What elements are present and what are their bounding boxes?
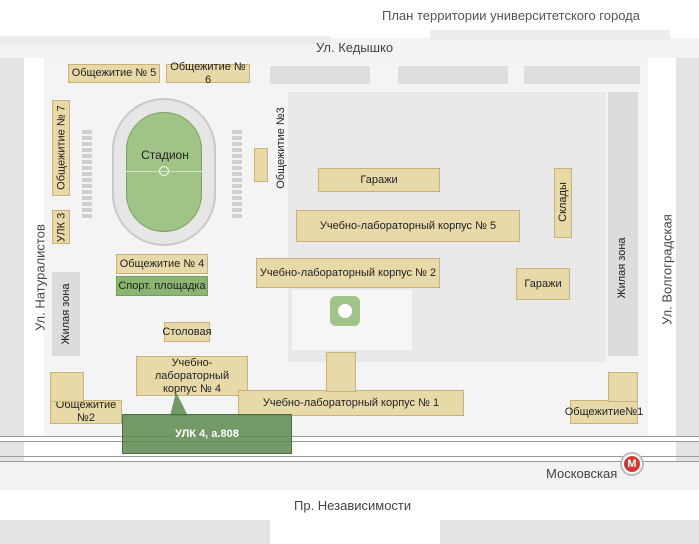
- dorm-2[interactable]: Общежитие №2: [50, 399, 122, 424]
- dorm-7-label: Общежитие № 7: [55, 105, 68, 190]
- garages-1[interactable]: Гаражи: [318, 168, 440, 192]
- street-moskovskaya: Московская: [546, 466, 618, 481]
- dorm-6[interactable]: Общежитие № 6: [166, 61, 250, 86]
- dorm-1-wing: [608, 372, 638, 402]
- top-building-3: [524, 66, 640, 84]
- stands-left: [82, 130, 92, 220]
- dorm-2-wing: [50, 372, 84, 402]
- stands-right: [232, 130, 242, 220]
- top-left-block: [0, 36, 330, 44]
- dorm-7[interactable]: Общежитие № 7: [52, 100, 70, 196]
- stadium-center-spot: [159, 166, 169, 176]
- street-volgogradskaya: Ул. Волгоградская: [659, 214, 675, 325]
- rail-line: [0, 436, 699, 442]
- warehouses-label: Склады: [557, 182, 569, 222]
- bottom-block-right: [440, 520, 699, 544]
- dorm-5[interactable]: Общежитие № 5: [68, 64, 160, 83]
- bottom-road: [0, 462, 699, 490]
- street-lines: [0, 456, 699, 462]
- highlight-room[interactable]: УЛК 4, а.808: [122, 414, 292, 454]
- ulk-4[interactable]: Учебно-лабораторный корпус № 4: [136, 356, 248, 396]
- metro-icon: М: [620, 452, 644, 476]
- left-road-block: [0, 58, 24, 488]
- highlight-pointer: [170, 392, 188, 416]
- residential-zone-right-label: Жилая зона: [616, 237, 628, 299]
- canteen[interactable]: Столовая: [162, 322, 212, 342]
- dorm-1[interactable]: Общежитие№1: [565, 400, 643, 424]
- ulk-1[interactable]: Учебно-лабораторный корпус № 1: [238, 390, 464, 416]
- metro-letter: М: [624, 456, 640, 472]
- top-building-1: [270, 66, 370, 84]
- dorm-4[interactable]: Общежитие № 4: [116, 254, 208, 274]
- ulk-2[interactable]: Учебно-лабораторный корпус № 2: [256, 258, 440, 288]
- map-title: План территории университетского города: [382, 8, 640, 23]
- warehouses[interactable]: [554, 168, 572, 238]
- stadium-label: Стадион: [141, 148, 189, 162]
- dorm-3[interactable]: [254, 148, 268, 182]
- garages-2[interactable]: Гаражи: [516, 268, 570, 300]
- sport-ground[interactable]: Спорт. площадка: [116, 276, 208, 296]
- ulk-3-label: УЛК 3: [55, 212, 68, 243]
- residential-zone-left-label: Жилая зона: [60, 283, 72, 345]
- street-naturalistov: Ул. Натуралистов: [32, 224, 48, 331]
- residential-zone-right: [608, 92, 638, 356]
- ulk-5[interactable]: Учебно-лабораторный корпус № 5: [296, 210, 520, 242]
- street-nezavisimosti: Пр. Независимости: [294, 498, 412, 513]
- bottom-block-left: [0, 520, 270, 544]
- courtyard-center: [338, 304, 352, 318]
- ulk-3[interactable]: УЛК 3: [52, 210, 70, 244]
- top-building-2: [398, 66, 508, 84]
- right-road-block: [676, 58, 699, 488]
- street-kedyshko: Ул. Кедышко: [316, 40, 394, 55]
- dorm-3-label: Общежитие №3: [275, 107, 287, 189]
- residential-zone-left: [52, 272, 80, 356]
- top-right-block: [430, 30, 670, 40]
- ulk-1-wing: [326, 352, 356, 392]
